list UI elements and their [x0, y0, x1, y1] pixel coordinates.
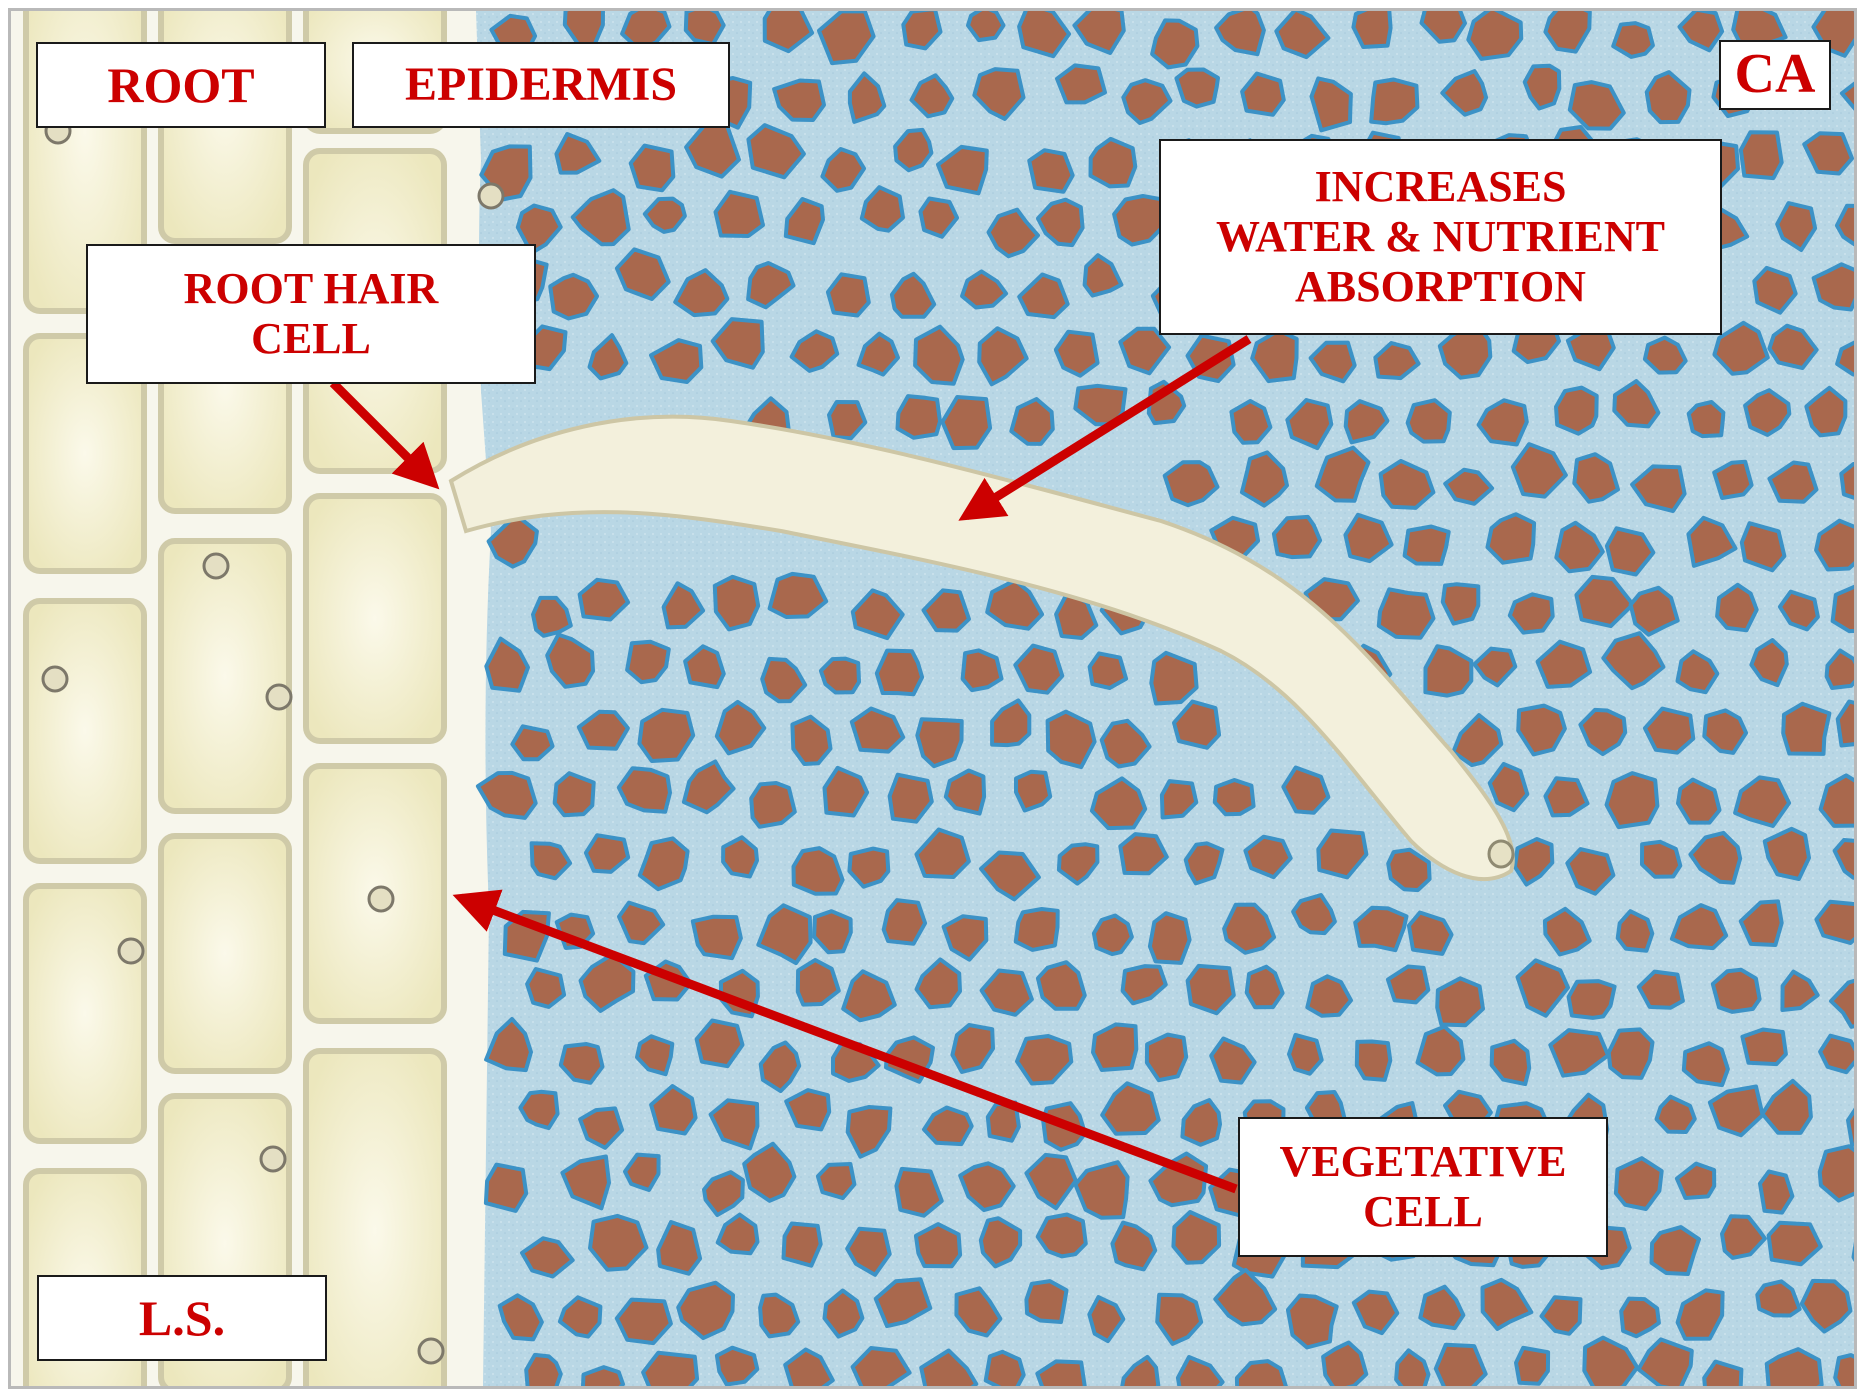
cell-nucleus [479, 184, 503, 208]
soil-particle [794, 848, 843, 894]
diagram-frame: ROOT EPIDERMIS CA ROOT HAIR CELL INCREAS… [8, 8, 1857, 1389]
soil-particle [1613, 23, 1653, 57]
label-vegetative-cell: VEGETATIVE CELL [1238, 1117, 1608, 1257]
soil-particle [1468, 11, 1521, 59]
soil-particle [1056, 332, 1098, 376]
soil-particle [784, 1224, 821, 1266]
soil-particle [1405, 527, 1449, 564]
label-corner: CA [1719, 40, 1831, 110]
cell-nucleus [119, 939, 143, 963]
soil-particle [1029, 150, 1073, 192]
soil-particle [1714, 462, 1751, 498]
soil-particle [877, 651, 922, 695]
soil-particle [619, 768, 670, 812]
soil-particle [1091, 139, 1136, 187]
soil-particle [1150, 913, 1190, 963]
soil-particle [1357, 1042, 1391, 1080]
label-section: L.S. [37, 1275, 327, 1361]
cell-nucleus [261, 1147, 285, 1171]
hair-nucleus [1489, 841, 1513, 867]
root-cell [26, 886, 144, 1141]
soil-particle [1783, 704, 1829, 754]
soil-particle [986, 1352, 1024, 1386]
soil-particle [1569, 981, 1615, 1018]
soil-particle [988, 1103, 1019, 1141]
soil-particle [1215, 780, 1254, 814]
root-cell [161, 541, 289, 811]
soil-particle [1408, 400, 1450, 441]
soil-particle [898, 396, 941, 438]
soil-particle [1835, 1355, 1854, 1386]
soil-particle [917, 719, 961, 766]
soil-particle [916, 1224, 960, 1266]
root-cell [161, 836, 289, 1071]
soil-particle [1288, 1296, 1337, 1348]
label-epidermis: EPIDERMIS [352, 42, 730, 128]
soil-particle [1609, 1029, 1653, 1078]
root-cell [26, 601, 144, 861]
soil-particle [1742, 1030, 1786, 1065]
soil-particle [1038, 1215, 1086, 1257]
soil-particle [1176, 70, 1218, 107]
label-root-hair-cell: ROOT HAIR CELL [86, 244, 536, 384]
soil-particle [1741, 132, 1782, 178]
soil-particle [1355, 908, 1406, 950]
soil-particle [770, 574, 827, 617]
soil-particle [715, 577, 758, 630]
soil-particle [486, 1165, 526, 1211]
soil-particle [1642, 842, 1680, 877]
soil-particle [1093, 1024, 1136, 1070]
soil-particle [1016, 909, 1058, 950]
soil-particle [1742, 523, 1785, 570]
cell-nucleus [369, 887, 393, 911]
soil-particle [1516, 1348, 1548, 1384]
soil-particle [884, 900, 925, 944]
soil-particle [1289, 1035, 1322, 1074]
soil-particle [1556, 388, 1597, 434]
soil-particle [1147, 1035, 1186, 1081]
soil-particle [1090, 653, 1127, 688]
soil-particle [821, 659, 859, 693]
soil-particle [631, 146, 674, 191]
label-root: ROOT [36, 42, 326, 128]
soil-particle [968, 11, 1004, 40]
soil-particle [963, 650, 1002, 690]
soil-particle [1151, 653, 1196, 704]
soil-particle [1379, 589, 1434, 638]
soil-particle [1607, 773, 1658, 827]
soil-particle [1057, 65, 1105, 102]
soil-particle [686, 11, 724, 44]
label-increases-absorption: INCREASES WATER & NUTRIENT ABSORPTION [1159, 139, 1722, 335]
root-cell [306, 496, 444, 741]
soil-particle [555, 773, 594, 815]
cell-nucleus [267, 685, 291, 709]
soil-particle [818, 1164, 855, 1198]
cell-nucleus [419, 1339, 443, 1363]
soil-particle [1026, 1281, 1066, 1322]
cell-nucleus [204, 554, 228, 578]
soil-particle [1760, 1172, 1792, 1213]
cell-nucleus [43, 667, 67, 691]
soil-particle [1231, 401, 1270, 443]
soil-particle [1274, 517, 1320, 557]
soil-particle [1652, 1227, 1700, 1274]
soil-particle [1353, 11, 1390, 47]
soil-particle [1436, 1345, 1486, 1386]
root-cells [26, 11, 503, 1386]
soil-particle [1713, 970, 1760, 1012]
soil-particle [527, 969, 564, 1007]
soil-particle [1689, 402, 1724, 436]
soil-particle [1094, 916, 1132, 955]
